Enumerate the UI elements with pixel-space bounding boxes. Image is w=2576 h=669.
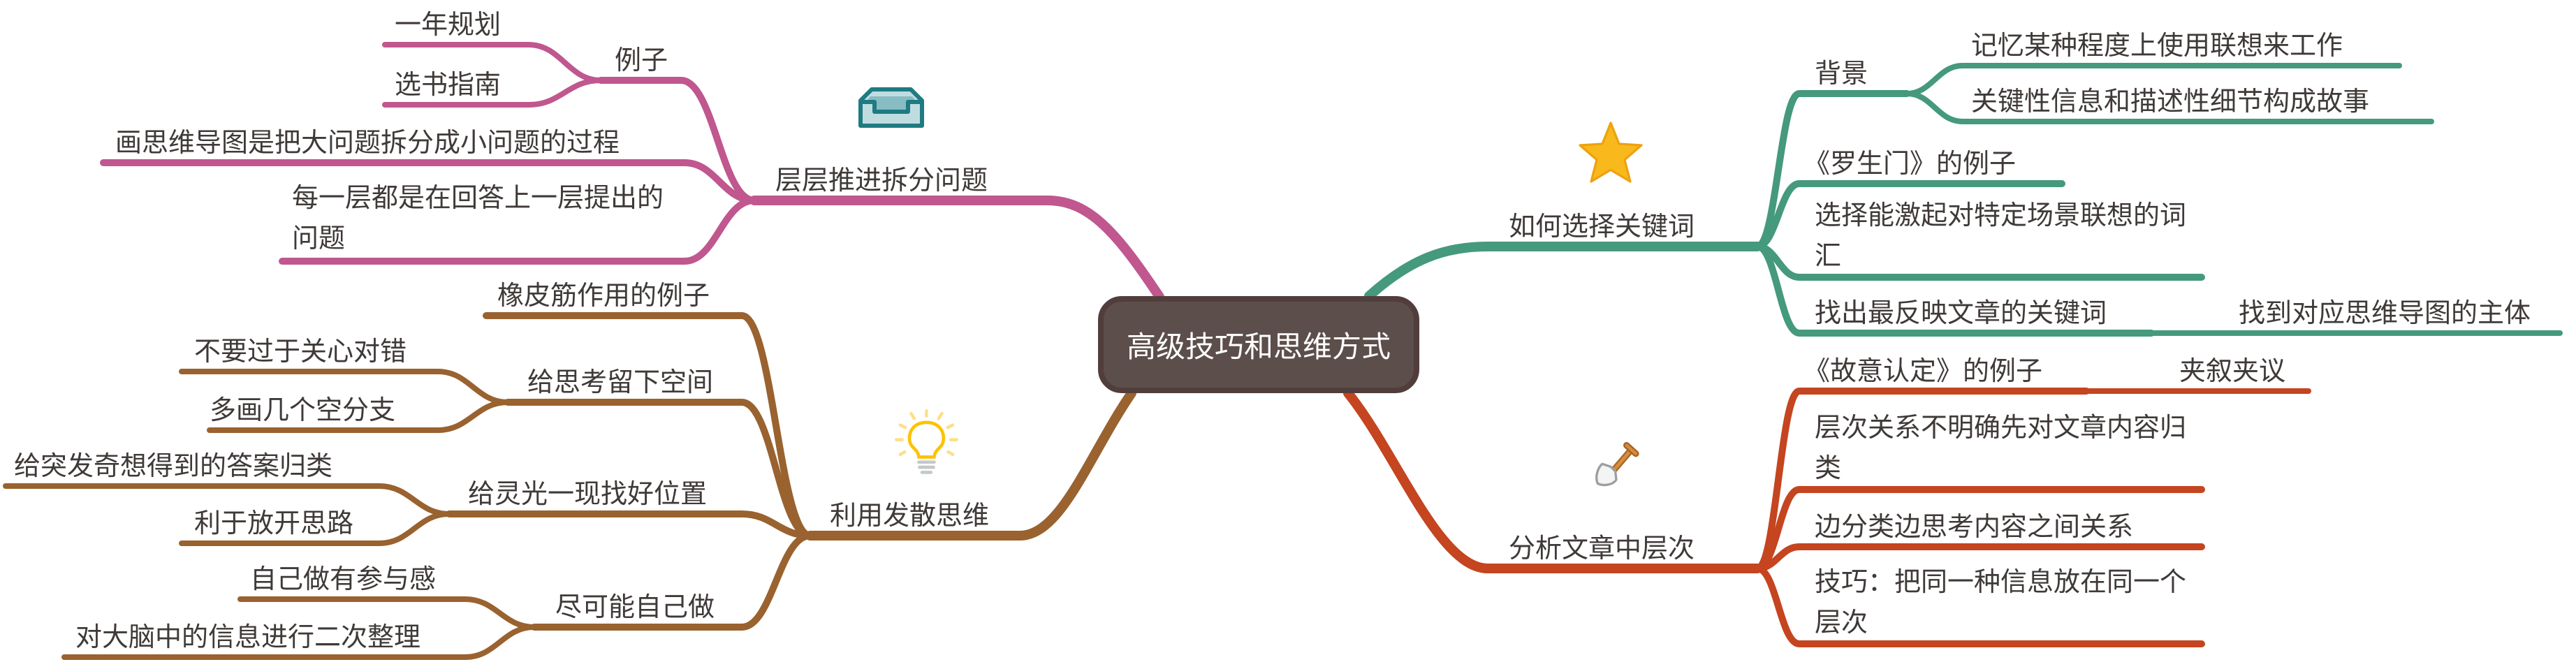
node-book-guide[interactable]: 选书指南 — [395, 69, 502, 100]
connector-line — [61, 624, 537, 660]
inbox-tray-icon — [858, 87, 924, 128]
node-year-plan[interactable]: 一年规划 — [395, 9, 502, 40]
connector-line — [1364, 242, 1762, 301]
node-inspiration[interactable]: 给灵光一现找好位置 — [468, 478, 708, 509]
node-intent-example[interactable]: 《故意认定》的例子 — [1803, 355, 2043, 386]
lightbulb-icon — [895, 409, 958, 474]
node-leave-space[interactable]: 给思考留下空间 — [527, 367, 714, 397]
root-node-box — [1098, 296, 1419, 393]
node-narrative[interactable]: 夹叙夹议 — [2179, 355, 2286, 386]
node-key-info-story[interactable]: 关键性信息和描述性细节构成故事 — [1971, 86, 2370, 117]
node-find-keywords[interactable]: 找出最反映文章的关键词 — [1815, 297, 2107, 328]
node-reorganize[interactable]: 对大脑中的信息进行二次整理 — [75, 622, 421, 652]
node-do-yourself[interactable]: 尽可能自己做 — [555, 591, 715, 622]
connector-line — [446, 510, 814, 539]
node-levels[interactable]: 分析文章中层次 — [1509, 533, 1695, 564]
connector-line — [1904, 91, 2434, 124]
shovel-icon — [1595, 442, 1639, 487]
root-label: 高级技巧和思维方式 — [1126, 330, 1391, 364]
root-node[interactable]: 高级技巧和思维方式 — [1098, 296, 1419, 393]
connector-line — [1343, 388, 1762, 573]
node-rubber-band[interactable]: 橡皮筋作用的例子 — [497, 280, 710, 311]
connector-line — [100, 159, 758, 204]
node-classify-first[interactable]: 层次关系不明确先对文章内容归类 — [1815, 412, 2187, 483]
connector-line — [805, 388, 1136, 541]
node-rashomon[interactable]: 《罗生门》的例子 — [1803, 148, 2017, 179]
node-memory-association[interactable]: 记忆某种程度上使用联想来工作 — [1971, 30, 2343, 61]
node-classify-ideas[interactable]: 给突发奇想得到的答案归类 — [14, 450, 333, 481]
node-each-level[interactable]: 每一层都是在回答上一层提出的问题 — [292, 182, 664, 253]
node-find-subject[interactable]: 找到对应思维导图的主体 — [2239, 297, 2531, 328]
node-empty-branches[interactable]: 多画几个空分支 — [210, 395, 396, 425]
connector-line — [279, 197, 758, 265]
node-dont-care[interactable]: 不要过于关心对错 — [194, 336, 407, 367]
connector-line — [597, 77, 758, 204]
node-example[interactable]: 例子 — [615, 45, 668, 75]
node-open-mind[interactable]: 利于放开思路 — [194, 508, 354, 538]
connector-line — [531, 532, 814, 631]
star-icon — [1579, 122, 1643, 183]
connector-line — [1754, 565, 2205, 647]
node-participation[interactable]: 自己做有参与感 — [250, 564, 437, 594]
node-divergent[interactable]: 利用发散思维 — [830, 500, 990, 531]
connector-line — [207, 399, 511, 433]
node-same-level-tip[interactable]: 技巧：把同一种信息放在同一个层次 — [1815, 566, 2187, 638]
connector-line — [1754, 243, 2155, 337]
connector-line — [179, 511, 452, 546]
connector-line — [504, 399, 814, 539]
node-keywords[interactable]: 如何选择关键词 — [1509, 211, 1695, 242]
connector-line — [1754, 180, 2065, 250]
node-background[interactable]: 背景 — [1815, 58, 1868, 89]
node-choose-words[interactable]: 选择能激起对特定场景联想的词汇 — [1815, 200, 2187, 271]
connector-line — [382, 78, 603, 108]
node-classify-think[interactable]: 边分类边思考内容之间关系 — [1815, 511, 2134, 542]
connector-line — [749, 196, 1164, 302]
node-mindmap-process[interactable]: 画思维导图是把大问题拆分成小问题的过程 — [115, 127, 620, 158]
node-split[interactable]: 层层推进拆分问题 — [775, 165, 988, 196]
